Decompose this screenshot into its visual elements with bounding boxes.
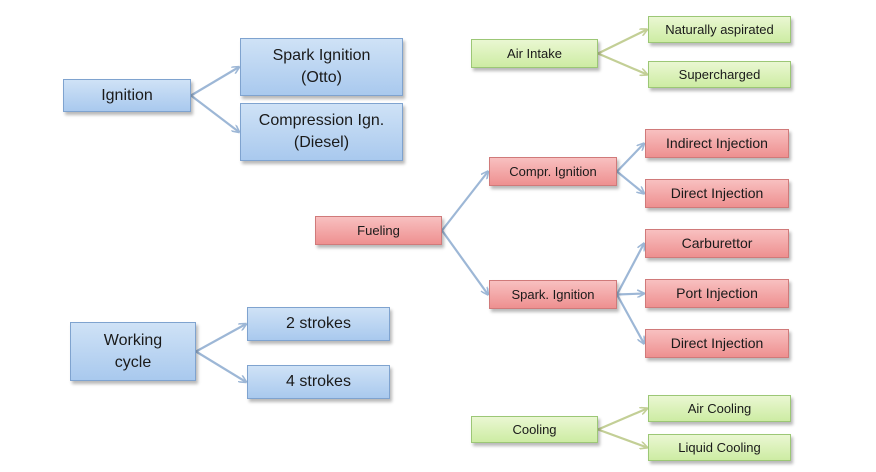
connector-air_intake-to-naturally_aspirated <box>597 30 647 55</box>
node-working-cycle: Working cycle <box>70 322 196 381</box>
node-liquid-cooling: Liquid Cooling <box>648 434 791 461</box>
node-compr-ignition: Compr. Ignition <box>489 157 617 186</box>
connector-working_cycle-to-four_strokes <box>195 350 246 383</box>
node-4-strokes: 4 strokes <box>247 365 390 399</box>
node-indirect-injection: Indirect Injection <box>645 129 789 158</box>
connector-ignition-to-spark_ignition_otto <box>190 67 239 97</box>
node-air-cooling: Air Cooling <box>648 395 791 422</box>
node-cooling: Cooling <box>471 416 598 443</box>
node-ignition: Ignition <box>63 79 191 112</box>
node-naturally-aspirated: Naturally aspirated <box>648 16 791 43</box>
connector-compr_ignition-to-indirect_injection <box>616 144 644 173</box>
node-2-strokes: 2 strokes <box>247 307 390 341</box>
connector-spark_ignition-to-carburettor <box>616 244 644 296</box>
connector-ignition-to-compression_ign_diesel <box>190 94 239 133</box>
connector-fueling-to-compr_ignition <box>441 172 488 232</box>
connector-spark_ignition-to-port_injection <box>616 294 644 295</box>
node-direct-injection-si: Direct Injection <box>645 329 789 358</box>
connector-fueling-to-spark_ignition <box>441 229 488 295</box>
node-spark-ignition-otto: Spark Ignition (Otto) <box>240 38 403 96</box>
node-supercharged: Supercharged <box>648 61 791 88</box>
connector-spark_ignition-to-direct_injection_si <box>616 293 644 344</box>
node-carburettor: Carburettor <box>645 229 789 258</box>
node-fueling: Fueling <box>315 216 442 245</box>
connector-working_cycle-to-two_strokes <box>195 324 246 353</box>
node-air-intake: Air Intake <box>471 39 598 68</box>
connector-cooling-to-air_cooling <box>597 409 647 431</box>
connector-compr_ignition-to-direct_injection_ci <box>616 170 644 194</box>
node-spark-ignition: Spark. Ignition <box>489 280 617 309</box>
node-direct-injection-ci: Direct Injection <box>645 179 789 208</box>
connector-cooling-to-liquid_cooling <box>597 428 647 448</box>
connector-air_intake-to-supercharged <box>597 52 647 75</box>
node-port-injection: Port Injection <box>645 279 789 308</box>
node-compression-ign-diesel: Compression Ign. (Diesel) <box>240 103 403 161</box>
